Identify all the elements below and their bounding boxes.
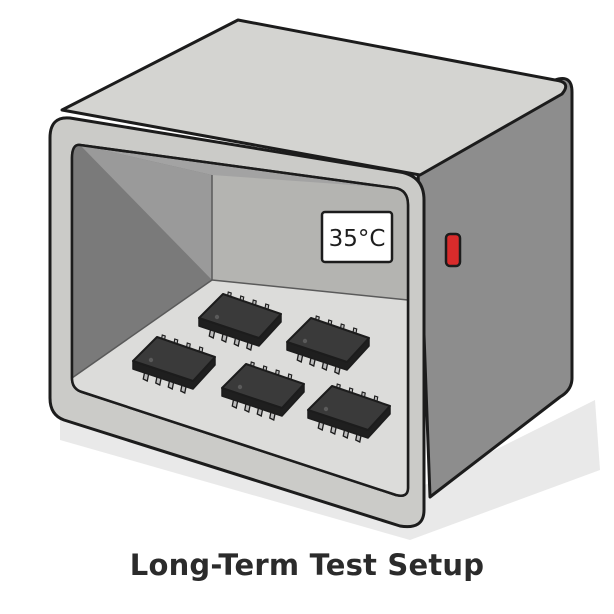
chamber-left-wall-shade — [80, 145, 212, 280]
chip-pin1-marker — [214, 314, 220, 320]
chip-body-top — [132, 336, 216, 382]
chamber-top — [60, 18, 568, 177]
floor-shadow — [60, 400, 600, 540]
chip-body-top — [286, 317, 370, 363]
chip-pin1-marker — [237, 384, 243, 390]
chip-pin1-marker — [148, 357, 154, 363]
chip-body-top — [307, 385, 391, 431]
indicator-light — [444, 232, 462, 268]
ic-chip — [221, 361, 305, 421]
chip-body-top — [221, 363, 305, 409]
temperature-reading: 35°C — [329, 226, 386, 252]
caption-title: Long-Term Test Setup — [129, 548, 485, 582]
ic-chip — [198, 291, 282, 351]
chip-pin1-marker — [323, 406, 329, 412]
ic-chip — [286, 315, 370, 375]
ic-chip — [132, 334, 216, 394]
chamber-right-side — [416, 77, 574, 499]
ic-chip — [307, 383, 391, 443]
chamber-back-wall — [212, 175, 408, 300]
chip-group — [132, 291, 391, 443]
chip-body-top — [198, 293, 282, 339]
temperature-display: 35°C — [320, 210, 394, 264]
chip-pin1-marker — [302, 338, 308, 344]
